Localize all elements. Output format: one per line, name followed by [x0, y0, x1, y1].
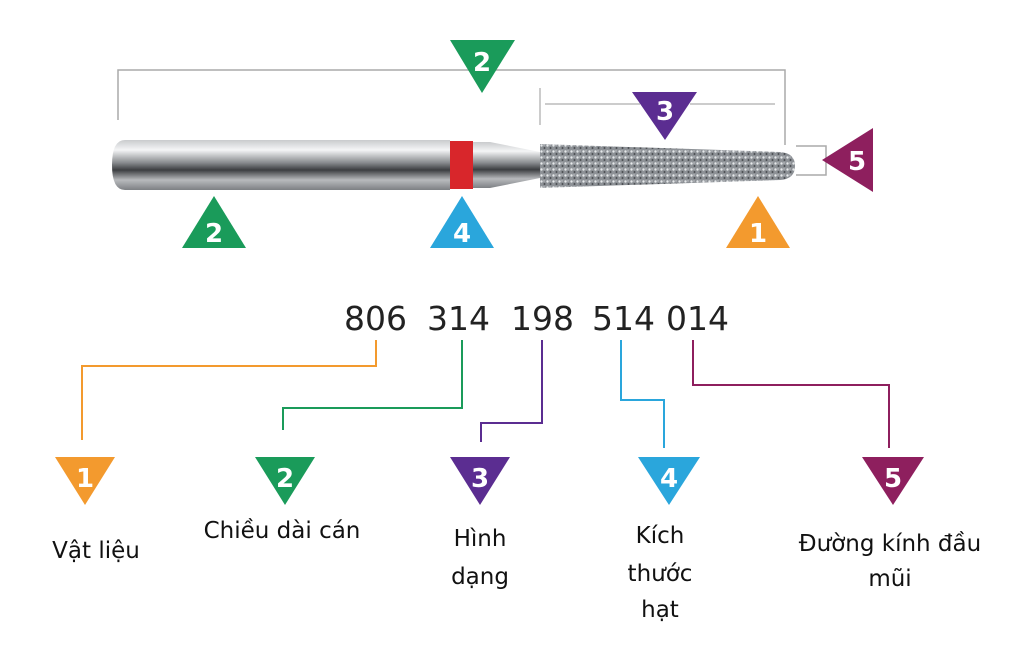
marker-1: 1: [55, 457, 115, 505]
connector-material: [81, 340, 377, 440]
svg-text:5: 5: [884, 464, 902, 494]
connector-shank: [282, 340, 463, 430]
label-tip-line2: mũi: [868, 566, 911, 592]
marker-2-top: 2: [450, 40, 515, 93]
dental-bur: [112, 140, 795, 190]
svg-text:3: 3: [471, 464, 489, 494]
label-tip-line1: Đường kính đầu: [799, 531, 981, 557]
marker-4-band: 4: [430, 196, 494, 249]
svg-text:4: 4: [660, 464, 678, 494]
label-shape-line1: Hình: [454, 526, 507, 552]
label-shank-length: Chiều dài cán: [204, 518, 361, 544]
diamond-head: [540, 144, 795, 188]
head-length-dimension: [539, 88, 775, 125]
marker-2: 2: [255, 457, 315, 505]
connector-tip: [692, 340, 890, 448]
label-grit-line3: hạt: [641, 597, 679, 623]
svg-text:1: 1: [76, 464, 94, 494]
code-grit: 514: [592, 299, 655, 338]
svg-text:3: 3: [656, 97, 674, 127]
label-material: Vật liệu: [52, 538, 140, 564]
marker-1-head: 1: [726, 196, 790, 249]
code-shank: 314: [427, 299, 490, 338]
tip-diameter-bracket: [796, 145, 827, 176]
svg-text:1: 1: [749, 219, 767, 249]
svg-text:2: 2: [205, 219, 223, 249]
marker-5: 5: [862, 457, 924, 505]
code-tip: 014: [666, 299, 729, 338]
label-grit-line2: thước: [628, 561, 693, 587]
svg-text:5: 5: [848, 147, 866, 177]
overall-length-dimension: [117, 69, 786, 145]
svg-text:4: 4: [453, 219, 471, 249]
code-shape: 198: [511, 299, 574, 338]
bur-neck: [473, 142, 540, 188]
marker-3: 3: [450, 457, 510, 505]
label-grit-line1: Kích: [636, 523, 685, 549]
connector-shape: [480, 340, 543, 442]
svg-text:2: 2: [473, 48, 491, 78]
marker-2-shank: 2: [182, 196, 246, 249]
label-shape-line2: dạng: [451, 564, 509, 590]
marker-4: 4: [638, 457, 700, 505]
bur-shank: [112, 140, 450, 190]
marker-5-top: 5: [822, 128, 873, 192]
svg-text:2: 2: [276, 464, 294, 494]
grit-color-band: [450, 141, 473, 189]
connector-grit: [620, 340, 665, 448]
code-material: 806: [344, 299, 407, 338]
marker-3-top: 3: [632, 92, 697, 140]
